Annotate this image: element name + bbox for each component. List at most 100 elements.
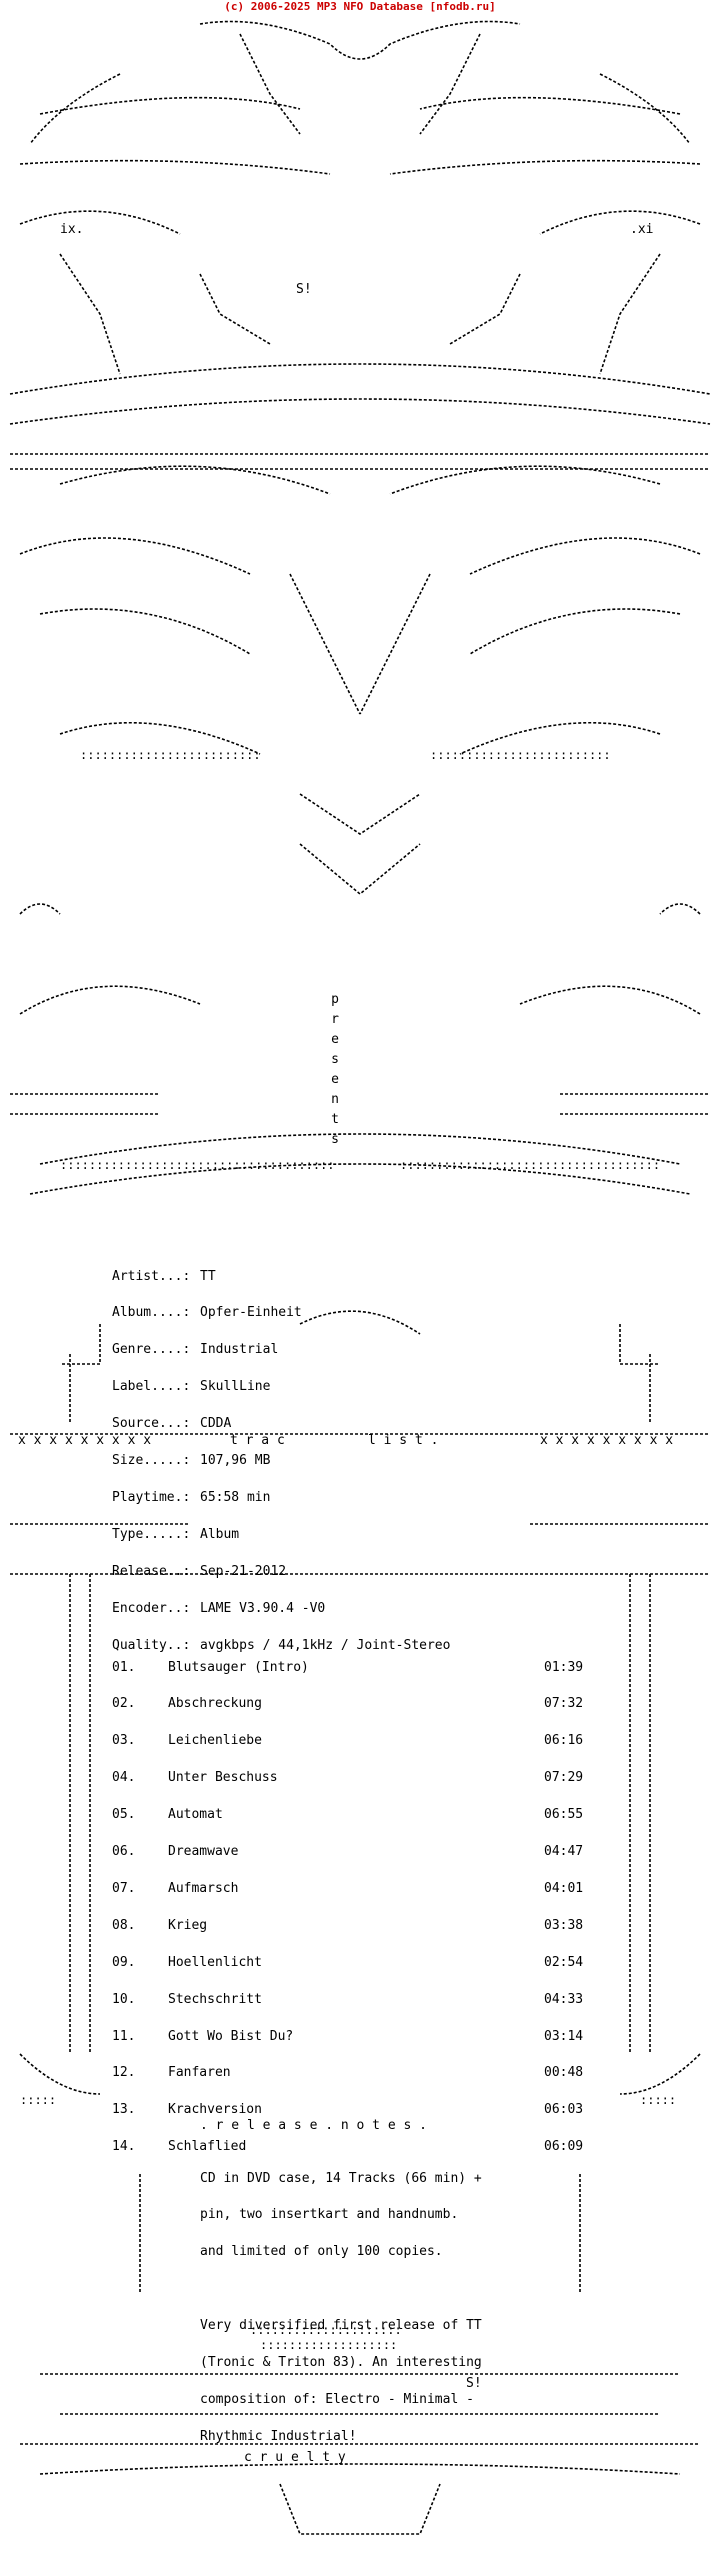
track-row: 07. Aufmarsch 04:01 [0, 1880, 720, 1896]
track-row: 03. Leichenliebe 06:16 [0, 1733, 720, 1749]
track-number: 02. [112, 1696, 136, 1712]
cruelty-label: c r u e l t y [244, 2450, 346, 2465]
x-row-right: x x x x x x x x x [540, 1433, 674, 1448]
tracklist-header-b: l i s t . [368, 1433, 439, 1448]
track-number: 09. [112, 1954, 136, 1970]
track-title: Aufmarsch [168, 1880, 239, 1896]
track-number: 14. [112, 2139, 136, 2155]
release-info: Artist...: TT Album....:Opfer-Einheit Gen… [0, 1246, 720, 1664]
presents-letter: t [331, 1112, 339, 1127]
track-number: 05. [112, 1807, 136, 1823]
svg-text::::::::::::::::::::::::::: ::::::::::::::::::::::::: [430, 748, 611, 762]
svg-text::::::: ::::: [20, 2093, 56, 2107]
info-row: Artist...: TT [0, 1268, 720, 1284]
info-label: Source...: [112, 1416, 191, 1432]
track-time: 03:14 [544, 2028, 584, 2044]
art-label-s-bottom: S! [466, 2376, 482, 2391]
presents-letter: e [331, 1072, 339, 1087]
track-title: Gott Wo Bist Du? [168, 2028, 294, 2044]
release-notes: CD in DVD case, 14 Tracks (66 min) + pin… [0, 2148, 720, 2455]
track-time: 04:33 [544, 1991, 584, 2007]
presents-letter: r [331, 1012, 339, 1027]
presents-letter: s [331, 1052, 339, 1067]
info-row: Genre....:Industrial [0, 1342, 720, 1358]
track-number: 13. [112, 2102, 136, 2118]
track-title: Leichenliebe [168, 1733, 262, 1749]
note-line: and limited of only 100 copies. [200, 2244, 443, 2260]
ascii-art-canvas: :::::::::::::::::::::::::::::::::::::: :… [0, 14, 720, 2564]
svg-text::::::::::::::::::::::: ::::::::::::::::::::: [250, 2323, 402, 2337]
track-time: 02:54 [544, 1954, 584, 1970]
note-line: Rhythmic Industrial! [200, 2428, 357, 2444]
info-row: Size.....:107,96 MB [0, 1453, 720, 1469]
presents-letter: s [331, 1132, 339, 1147]
note-line: pin, two insertkart and handnumb. [200, 2207, 459, 2223]
track-time: 03:38 [544, 1917, 584, 1933]
info-row: Encoder..: LAME V3.90.4 -V0 [0, 1600, 720, 1616]
info-label: Release..: [112, 1563, 191, 1579]
info-row: Album....:Opfer-Einheit [0, 1305, 720, 1321]
track-number: 01. [112, 1659, 136, 1675]
track-time: 04:47 [544, 1844, 584, 1860]
track-title: Hoellenlicht [168, 1954, 262, 1970]
info-label: Size.....: [112, 1453, 191, 1469]
presents-letter: p [331, 992, 339, 1007]
track-time: 04:01 [544, 1880, 584, 1896]
presents-vertical: p r e s e n t s [329, 992, 341, 1152]
info-label: Quality..: [112, 1637, 191, 1653]
info-value: avgkbps / 44,1kHz / Joint-Stereo [200, 1637, 451, 1653]
info-row: Release..:Sep-21-2012 [0, 1563, 720, 1579]
note-line: composition of: Electro - Minimal - [200, 2391, 474, 2407]
track-time: 06:09 [544, 2139, 584, 2155]
track-title: Dreamwave [168, 1844, 239, 1860]
info-row: Playtime.:65:58 min [0, 1491, 720, 1504]
info-value: Industrial [200, 1342, 279, 1358]
track-title: Schlaflied [168, 2139, 247, 2155]
svg-text:::::::::::::::::::::::::::::::: :::::::::::::::::::::::::::::::::::: [400, 1158, 660, 1172]
track-time: 07:29 [544, 1770, 584, 1786]
track-title: Krachversion [168, 2102, 262, 2118]
track-title: Stechschritt [168, 1991, 262, 2007]
track-number: 03. [112, 1733, 136, 1749]
track-row: 10. Stechschritt 04:33 [0, 1991, 720, 2007]
svg-text::::::::::::::::::::::::::: ::::::::::::::::::::::::: [80, 748, 261, 762]
track-time: 07:32 [544, 1696, 584, 1712]
info-label: Artist...: [112, 1268, 191, 1284]
info-value: SkullLine [200, 1379, 271, 1395]
info-value: TT [200, 1268, 216, 1284]
info-label: Encoder..: [112, 1600, 191, 1616]
note-line: CD in DVD case, 14 Tracks (66 min) + [200, 2170, 482, 2186]
track-title: Unter Beschuss [168, 1770, 278, 1786]
note-line: (Tronic & Triton 83). An interesting [200, 2355, 482, 2371]
art-label-xi: .xi [630, 222, 654, 237]
info-row: Source...:CDDA [0, 1416, 720, 1432]
track-number: 12. [112, 2065, 136, 2081]
track-title: Automat [168, 1807, 223, 1823]
nfodb-banner: (c) 2006-2025 MP3 NFO Database [nfodb.ru… [224, 0, 496, 13]
track-number: 07. [112, 1880, 136, 1896]
presents-letter: n [331, 1092, 339, 1107]
track-title: Blutsauger (Intro) [168, 1659, 309, 1675]
presents-letter: e [331, 1032, 339, 1047]
svg-text::::::: ::::: [640, 2093, 676, 2107]
svg-text::::::::::::::::::::: ::::::::::::::::::: [260, 2338, 397, 2352]
art-label-s-top: S! [296, 282, 312, 297]
track-row: 09. Hoellenlicht 02:54 [0, 1954, 720, 1970]
info-value: LAME V3.90.4 -V0 [200, 1600, 326, 1616]
info-row: Label....:SkullLine [0, 1379, 720, 1395]
track-number: 10. [112, 1991, 136, 2007]
track-time: 06:16 [544, 1733, 584, 1749]
track-time: 00:48 [544, 2065, 584, 2081]
art-label-ix: ix. [60, 222, 84, 237]
track-time: 01:39 [544, 1659, 584, 1675]
track-row: 14. Schlaflied 06:09 [0, 2139, 720, 2155]
track-number: 11. [112, 2028, 136, 2044]
info-row: Quality..: avgkbps / 44,1kHz / Joint-Ster… [0, 1637, 720, 1653]
info-label: Album....: [112, 1305, 191, 1321]
x-row-left: x x x x x x x x x [18, 1433, 152, 1448]
track-number: 06. [112, 1844, 136, 1860]
